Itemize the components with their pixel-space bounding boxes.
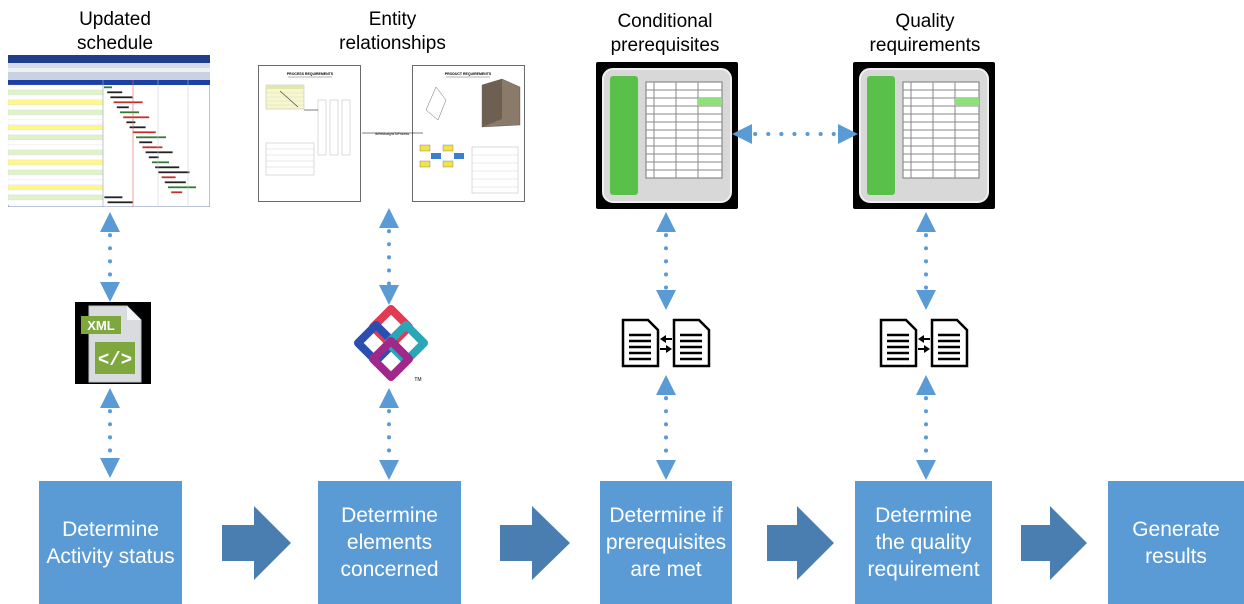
flow-arrow-3 [767,506,834,580]
step-determine-quality-requirement: Determine the quality requirement [855,481,992,604]
ifc-logo-icon: TM [354,305,428,383]
schedule-screenshot [8,55,210,207]
step-determine-elements-concerned: Determine elements concerned [318,481,461,604]
quality-requirements-table-graphic [859,68,989,203]
heading-entity-relationships: Entity relationships [339,9,446,54]
flow-arrow-1 [222,506,291,580]
process-requirements-title: PROCESS REQUIREMENTS [287,72,334,76]
entity-relationship-diagram: PROCESS REQUIREMENTS IfcRelAssignsToProc… [265,72,521,194]
heading-updated-schedule: Updated schedule [76,9,154,54]
ifc-link-label: IfcRelAssignsToProcess [375,132,410,136]
heading-quality-requirements: Quality requirements [869,11,981,56]
product-requirements-title: PRODUCT REQUIREMENTS [445,72,492,76]
step-determine-prerequisites-met: Determine if prerequisites are met [600,481,732,604]
step-generate-results: Generate results [1108,481,1244,604]
step-determine-activity-status: Determine Activity status [39,481,182,604]
conditional-prerequisites-table-graphic [602,68,732,203]
document-compare-icon [879,318,969,368]
xml-badge-text: XML [87,318,115,333]
flow-arrow-4 [1021,506,1087,580]
ifc-trademark: TM [414,377,421,383]
xml-code-glyph: </> [98,349,132,371]
xml-file-icon: XML </> [75,302,151,384]
heading-conditional-prerequisites: Conditional prerequisites [610,11,720,56]
flow-arrow-2 [500,506,570,580]
document-compare-icon [621,318,711,368]
